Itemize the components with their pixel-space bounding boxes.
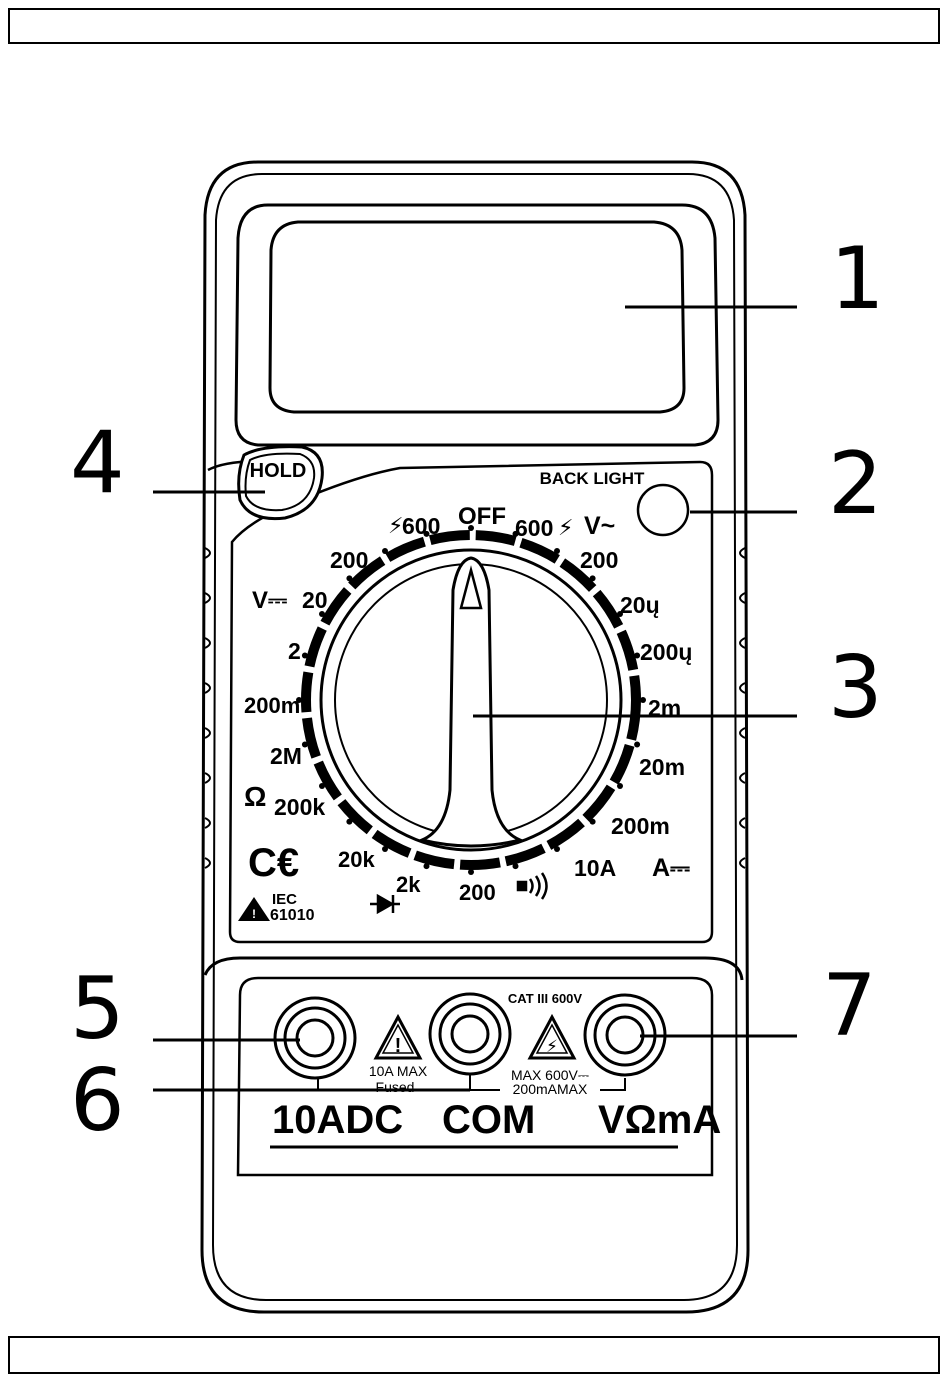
jack-10adc[interactable] (275, 998, 355, 1078)
dial-tick-dot (424, 863, 430, 869)
callout-number-4: 4 (70, 413, 125, 513)
iec-label: IEC (272, 891, 297, 908)
lightning-icon-right: ⚡ (558, 515, 573, 540)
dial-label-acv-200: 200 (580, 547, 618, 573)
dial-label-ohm-200k: 200k (274, 794, 325, 820)
dial-label-acv-600: 600 (515, 515, 553, 541)
dial-label-dcv-2: 2 (288, 638, 301, 664)
callout-number-5: 5 (70, 959, 125, 1059)
dial-label-dcv-600: 600 (402, 513, 440, 539)
svg-text:!: ! (252, 907, 256, 921)
dial-tick-dot (590, 575, 596, 581)
dial-tick-dot (302, 742, 308, 748)
dial-tick-dot (513, 863, 519, 869)
dial-unit-dcv: V⎓ (252, 587, 287, 614)
dial-label-dca-20u: 20ų (620, 592, 660, 618)
jack-com[interactable] (430, 994, 510, 1074)
dial-tick-dot (468, 869, 474, 875)
vohm-warning-line2: 200mAMAX (513, 1081, 588, 1097)
continuity-buzzer-icon (518, 873, 547, 899)
adc-warning-line2: Fused (376, 1079, 415, 1095)
dial-tick-dot (319, 783, 325, 789)
dial-tick-dot (634, 742, 640, 748)
dial-label-dcv-20: 20 (302, 587, 328, 613)
dial-tick-dot (640, 697, 646, 703)
dial-tick-dot (302, 653, 308, 659)
adc-warning-line1: 10A MAX (369, 1063, 428, 1079)
callout-number-1: 1 (830, 229, 885, 329)
cat-rating-label: CAT III 600V (508, 991, 583, 1006)
dial-label-dca-200u: 200ų (640, 639, 692, 665)
dial-label-dca-10A: 10A (574, 855, 616, 881)
dial-unit-ohm: Ω (244, 781, 266, 812)
callout-number-7: 7 (822, 956, 877, 1056)
dial-tick-dot (346, 575, 352, 581)
callout-number-6: 6 (70, 1051, 125, 1151)
terminal-label-com: COM (442, 1098, 535, 1142)
hold-button[interactable]: HOLD (239, 447, 323, 519)
lcd-display (236, 205, 718, 445)
callout-number-2: 2 (828, 434, 883, 534)
warning-triangle-icon: ! (238, 897, 270, 921)
hold-button-label: HOLD (250, 460, 307, 482)
dial-label-dca-20m: 20m (639, 754, 685, 780)
terminal-label-vohm-ma: VΩmA (598, 1098, 721, 1142)
dial-label-ohm-20k: 20k (338, 847, 375, 872)
dial-label-ohm-2k: 2k (396, 872, 421, 897)
dial-label-dcv-200: 200 (330, 547, 368, 573)
iec-number: 61010 (270, 907, 315, 924)
dial-tick-dot (382, 846, 388, 852)
dial-tick-dot (554, 846, 560, 852)
dial-tick-dot (382, 548, 388, 554)
ce-mark: C€ (248, 841, 299, 885)
callout-number-3: 3 (828, 638, 883, 738)
dial-label-off: OFF (458, 503, 506, 530)
dial-label-dcv-200m: 200m (244, 693, 300, 718)
dial-tick-dot (554, 548, 560, 554)
lightning-warning-icon: ⚡ (546, 1037, 558, 1056)
dial-tick-dot (617, 783, 623, 789)
dial-unit-dca: A⎓ (652, 854, 690, 882)
diode-icon (370, 895, 400, 913)
backlight-label: BACK LIGHT (540, 469, 645, 488)
terminal-label-10adc: 10ADC (272, 1098, 403, 1142)
exclamation-icon: ! (395, 1035, 402, 1057)
dial-tick-dot (346, 819, 352, 825)
dial-label-ohm-200: 200 (459, 880, 496, 905)
dial-label-ohm-2M: 2M (270, 743, 302, 769)
dial-unit-acv: V~ (584, 512, 615, 540)
dial-label-dca-200m: 200m (611, 813, 670, 839)
dial-tick-dot (590, 819, 596, 825)
backlight-button[interactable] (638, 485, 688, 535)
rotary-dial[interactable] (306, 535, 636, 865)
